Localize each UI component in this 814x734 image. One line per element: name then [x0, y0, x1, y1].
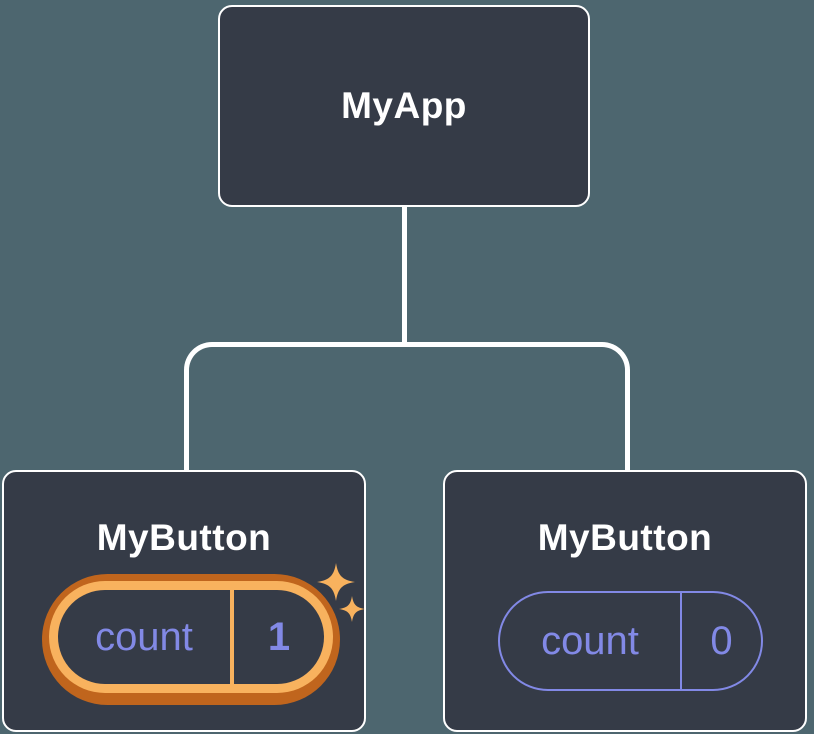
- connector-branch-line: [184, 342, 630, 470]
- tree-node-myapp: MyApp: [218, 5, 590, 207]
- state-pill-right: count 0: [498, 591, 763, 691]
- tree-node-mybutton-left: MyButton count 1: [2, 470, 366, 732]
- sparkle-icon: [339, 596, 365, 622]
- state-pill-left: count 1: [58, 590, 324, 684]
- pill-divider: [230, 590, 234, 684]
- state-key-label: count: [95, 614, 193, 659]
- state-value: 0: [710, 618, 733, 663]
- myapp-label: MyApp: [341, 85, 467, 126]
- mybutton-left-label: MyButton: [96, 517, 272, 558]
- connector-stem-line: [402, 207, 407, 345]
- state-value: 1: [267, 614, 291, 659]
- pill-divider: [680, 593, 682, 689]
- state-pill-highlight-ring: count 1: [42, 574, 340, 705]
- state-key-label: count: [541, 618, 639, 663]
- mybutton-right-label: MyButton: [537, 517, 713, 558]
- sparkle-icon: [317, 563, 355, 601]
- tree-node-mybutton-right: MyButton count 0: [443, 470, 807, 732]
